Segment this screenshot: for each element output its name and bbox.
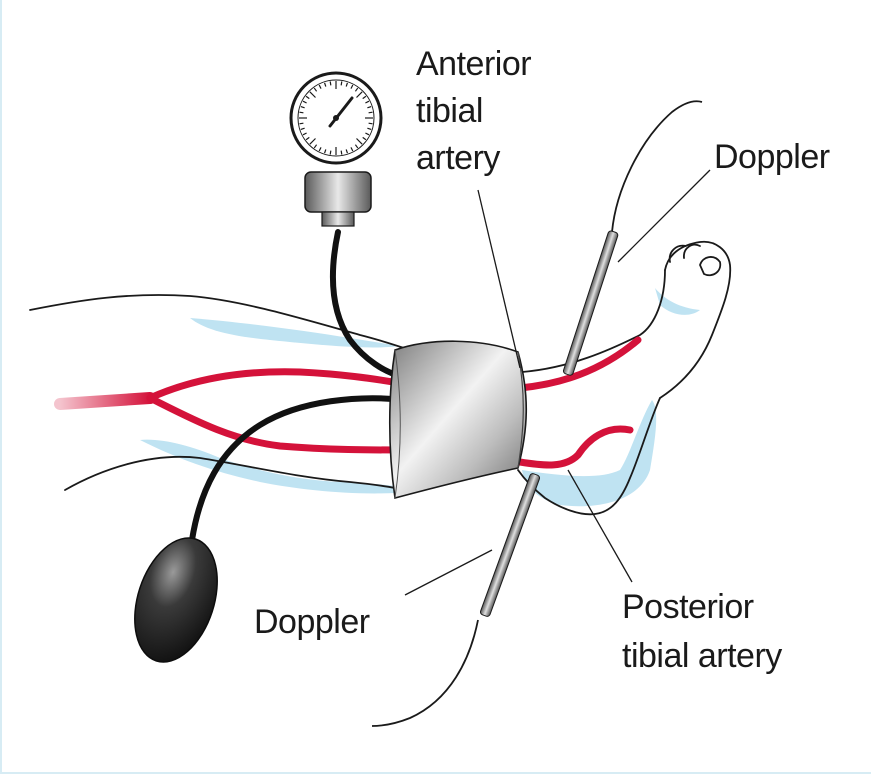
cuff-tubing (192, 232, 405, 540)
doppler-probe-lower (372, 473, 540, 726)
gauge-tick (330, 151, 331, 155)
doppler-probe-icon (480, 473, 541, 617)
doppler-probe-upper (563, 101, 702, 376)
gauge-tick (341, 81, 342, 85)
blood-pressure-cuff (390, 341, 527, 498)
gauge-tick (341, 151, 342, 155)
gauge-tick (330, 81, 331, 85)
label-posterior-line1: Posterior (622, 588, 754, 626)
doppler-cord-lower (372, 620, 478, 726)
gauge-tick (369, 112, 373, 113)
posterior-tibial-artery-vessel (520, 429, 630, 465)
sphygmomanometer-gauge-icon (291, 73, 381, 226)
label-doppler-top: Doppler (714, 138, 830, 176)
proximal-artery-upper (150, 372, 405, 398)
popliteal-artery (60, 398, 150, 404)
label-anterior-line1: Anterior (416, 45, 531, 83)
gauge-tick (299, 112, 303, 113)
inflation-bulb-icon (120, 527, 232, 672)
doppler-probe-icon (563, 230, 619, 376)
label-posterior-line2: tibial artery (622, 637, 782, 675)
doppler-cord-upper (612, 101, 702, 232)
proximal-artery-lower (150, 398, 405, 450)
label-anterior-line3: artery (416, 139, 500, 177)
label-doppler-bottom: Doppler (254, 603, 370, 641)
gauge-tick (299, 123, 303, 124)
gauge-tick (369, 123, 373, 124)
label-anterior-line2: tibial (416, 92, 483, 130)
arteries (60, 340, 638, 465)
gauge-tube (333, 232, 400, 376)
